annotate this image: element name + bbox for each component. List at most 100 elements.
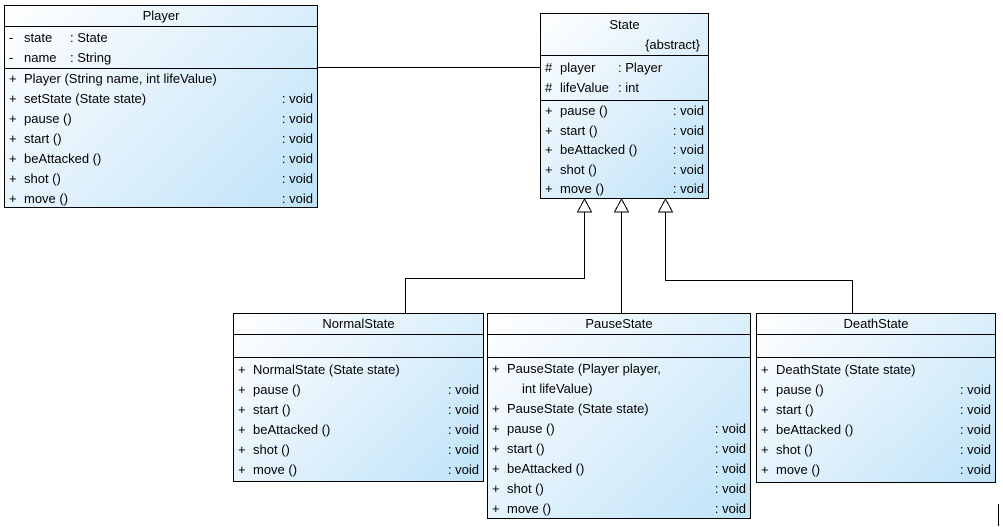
operation-return: : void xyxy=(714,421,746,436)
operation-signature: beAttacked () xyxy=(253,422,331,437)
operation-return: : void xyxy=(959,402,991,417)
operation-row: +start (): void xyxy=(757,400,995,420)
visibility-symbol: + xyxy=(761,382,769,397)
operation-return: : void xyxy=(447,462,479,477)
class-name-label: Player xyxy=(142,8,180,23)
generalization-arrowhead-icon xyxy=(657,197,674,213)
operation-row: + move () : void xyxy=(234,460,483,480)
operation-return xyxy=(740,399,746,419)
generalization-normalstate-state[interactable] xyxy=(405,212,585,313)
attribute-row: - state : State xyxy=(5,28,317,48)
operation-return: : void xyxy=(672,161,704,177)
operation-signature: start () xyxy=(24,131,62,146)
attributes-compartment-empty xyxy=(757,334,995,357)
class-title: PauseState xyxy=(488,314,750,334)
operation-return xyxy=(307,69,313,89)
operation-signature: start () xyxy=(253,402,291,417)
attribute-name: lifeValue xyxy=(560,80,609,95)
operation-signature: int lifeValue) xyxy=(522,381,593,396)
operation-signature: shot () xyxy=(24,171,61,186)
operation-return: : void xyxy=(672,181,704,196)
visibility-symbol: + xyxy=(545,122,553,138)
operation-row-continuation: int lifeValue) xyxy=(488,379,750,399)
visibility-symbol: + xyxy=(492,361,500,376)
class-box-state[interactable]: State {abstract} # player : Player # lif… xyxy=(540,13,709,199)
operation-signature: start () xyxy=(560,122,598,138)
visibility-symbol: + xyxy=(9,151,17,166)
class-name-label: PauseState xyxy=(585,316,653,331)
operation-signature: beAttacked () xyxy=(776,422,854,437)
operation-row: + start () : void xyxy=(234,400,483,420)
visibility-symbol: + xyxy=(545,181,553,196)
operation-signature: move () xyxy=(507,501,552,516)
operation-signature: move () xyxy=(253,462,298,477)
operation-row: +shot (): void xyxy=(757,440,995,460)
visibility-symbol: + xyxy=(238,382,246,397)
operations-compartment: + PauseState (Player player, int lifeValu… xyxy=(488,357,750,518)
visibility-symbol: # xyxy=(545,80,553,95)
operation-return: : void xyxy=(447,442,479,457)
attributes-compartment-empty xyxy=(234,334,483,357)
visibility-symbol: + xyxy=(238,442,246,457)
operation-return xyxy=(985,360,991,380)
operation-signature: shot () xyxy=(560,161,597,177)
visibility-symbol: + xyxy=(238,362,246,377)
visibility-symbol: + xyxy=(238,462,246,477)
visibility-symbol: + xyxy=(9,71,17,86)
visibility-symbol: + xyxy=(9,191,17,206)
operation-row: +beAttacked (): void xyxy=(757,420,995,440)
operation-row: +shot (): void xyxy=(541,160,708,180)
visibility-symbol: + xyxy=(238,402,246,417)
operations-compartment: +DeathState (State state) +pause (): voi… xyxy=(757,357,995,480)
operation-signature: beAttacked () xyxy=(507,461,585,476)
attribute-type: : String xyxy=(70,50,112,65)
attribute-type: : int xyxy=(618,80,639,95)
operation-return: : void xyxy=(447,402,479,417)
operation-row: +start (): void xyxy=(5,129,317,149)
operation-row: +beAttacked (): void xyxy=(234,420,483,440)
class-title: DeathState xyxy=(757,314,995,334)
visibility-symbol: + xyxy=(492,461,500,476)
operation-signature: pause () xyxy=(507,421,555,436)
operation-signature: PauseState (Player player, xyxy=(507,361,661,376)
operation-return xyxy=(740,359,746,379)
operations-compartment: +Player (String name, int lifeValue) +se… xyxy=(5,68,317,207)
visibility-symbol: + xyxy=(492,401,500,416)
operation-signature: pause () xyxy=(253,382,301,397)
operation-row: +pause (): void xyxy=(541,101,708,121)
operation-signature: beAttacked () xyxy=(560,142,638,157)
visibility-symbol: + xyxy=(761,462,769,477)
generalization-deathstate-state[interactable] xyxy=(665,212,853,313)
operation-return: : void xyxy=(281,191,313,206)
operation-signature: move () xyxy=(776,462,821,477)
operation-row: +DeathState (State state) xyxy=(757,360,995,380)
operation-row: +NormalState (State state) xyxy=(234,360,483,380)
visibility-symbol: + xyxy=(545,103,553,118)
operation-row: +pause (): void xyxy=(234,380,483,400)
operation-row: +beAttacked (): void xyxy=(5,149,317,169)
attribute-type: : Player xyxy=(618,60,663,75)
class-box-normalstate[interactable]: NormalState +NormalState (State state) +… xyxy=(233,313,484,482)
visibility-symbol: # xyxy=(545,60,553,75)
operation-return: : void xyxy=(714,501,746,516)
operation-row: +shot (): void xyxy=(488,479,750,499)
operation-row: +start (): void xyxy=(488,439,750,459)
visibility-symbol: + xyxy=(492,441,500,456)
operation-signature: beAttacked () xyxy=(24,151,102,166)
class-box-deathstate[interactable]: DeathState +DeathState (State state) +pa… xyxy=(756,313,996,483)
class-box-player[interactable]: Player - state : State - name : String +… xyxy=(4,5,318,208)
attributes-compartment: # player : Player # lifeValue : int xyxy=(541,55,708,100)
class-box-pausestate[interactable]: PauseState + PauseState (Player player, i… xyxy=(487,313,751,519)
operation-row: +beAttacked (): void xyxy=(488,459,750,479)
operation-row: +beAttacked (): void xyxy=(541,140,708,160)
operation-signature: pause () xyxy=(560,103,608,118)
attribute-name: state xyxy=(24,30,53,45)
visibility-symbol: + xyxy=(492,481,500,496)
visibility-symbol: + xyxy=(9,111,17,126)
operation-return: : void xyxy=(281,91,313,106)
operation-signature: Player (String name, int lifeValue) xyxy=(24,71,217,86)
operation-signature: shot () xyxy=(776,442,813,457)
operation-return: : void xyxy=(672,142,704,157)
